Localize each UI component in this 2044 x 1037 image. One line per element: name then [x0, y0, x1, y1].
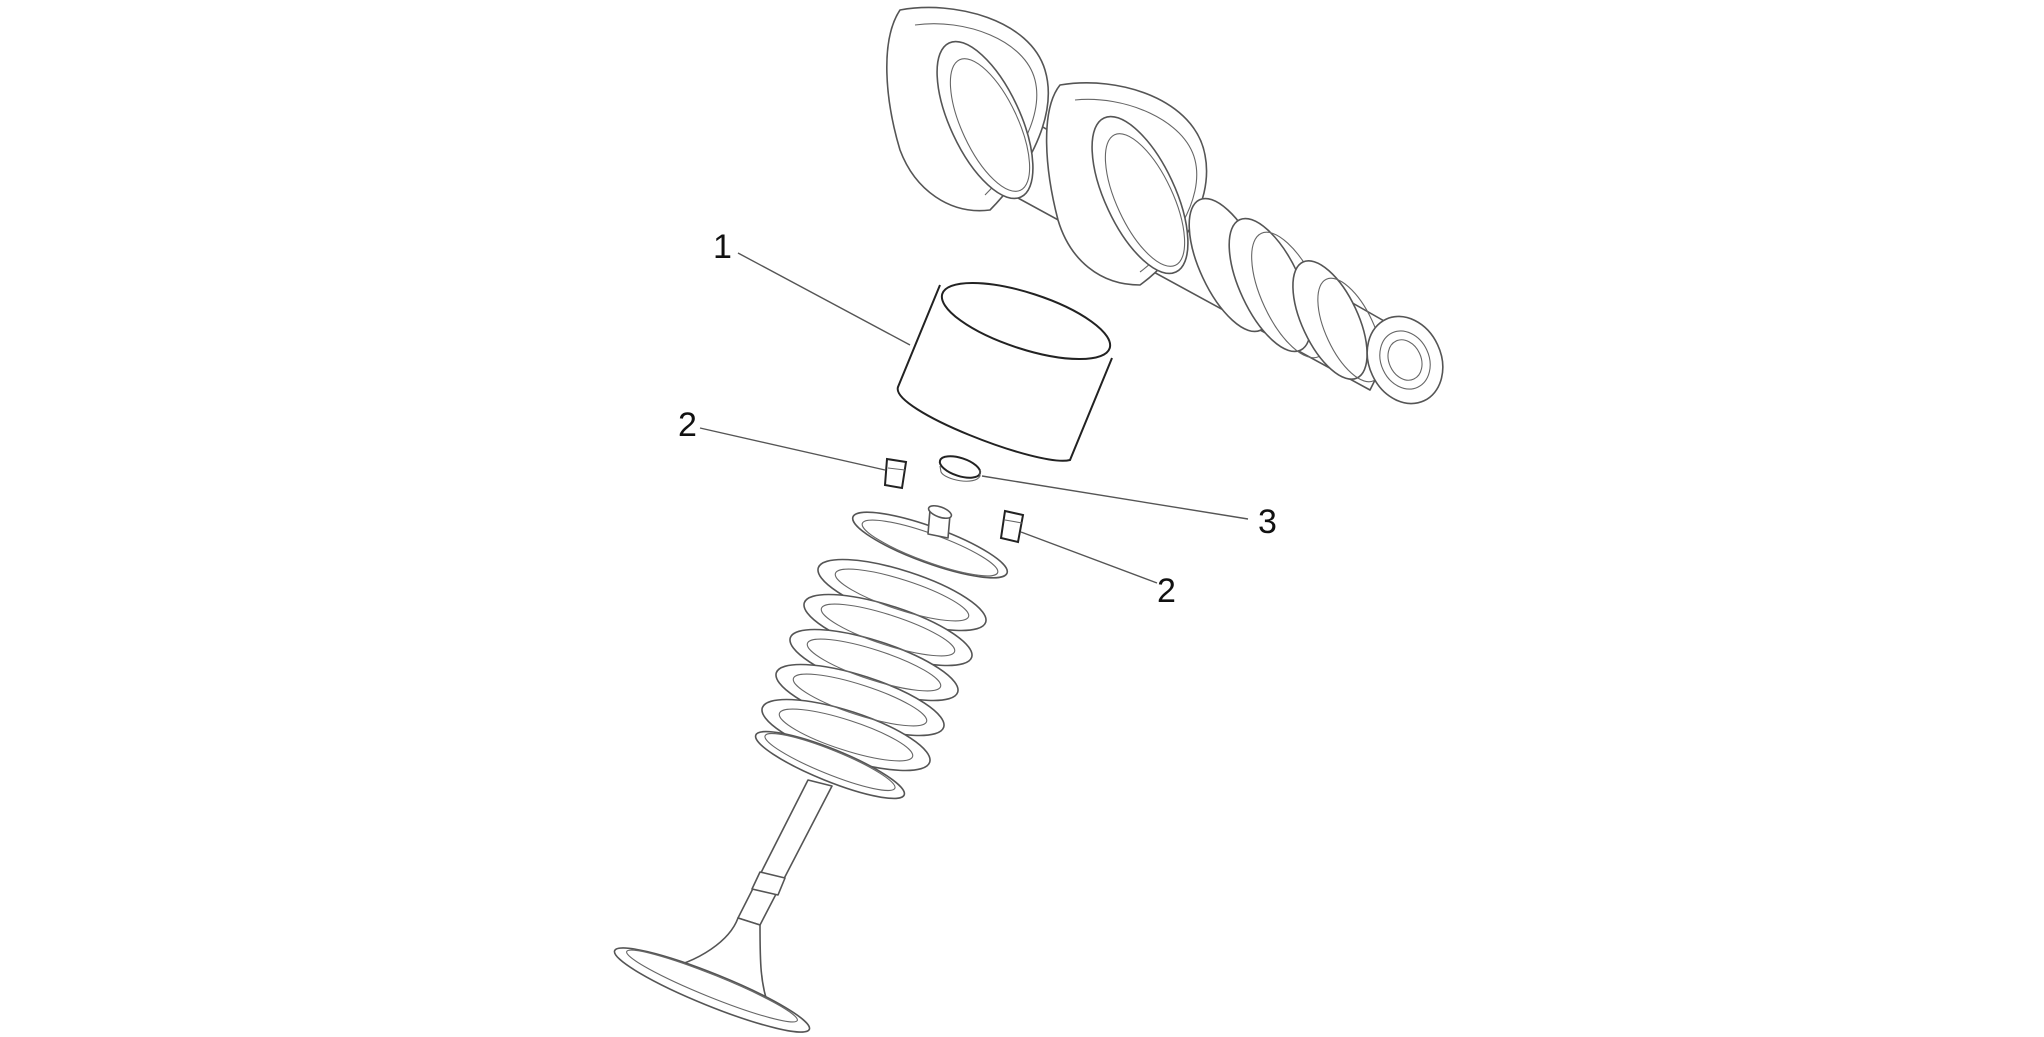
- leader-lines: [699, 252, 1249, 584]
- shim: [938, 455, 982, 482]
- callout-3: 3: [1258, 503, 1277, 541]
- collet-left: [883, 457, 908, 490]
- leader-2-left: [699, 427, 886, 471]
- callout-2-right: 2: [1157, 572, 1176, 610]
- collet-right: [999, 509, 1025, 544]
- valve: [613, 779, 833, 1033]
- leader-1: [737, 252, 911, 346]
- tappet-bucket: [896, 281, 1113, 462]
- callout-1: 1: [713, 228, 732, 266]
- leader-2-right: [1020, 531, 1158, 584]
- camshaft: [886, 6, 1444, 405]
- callout-2-left: 2: [678, 406, 697, 444]
- leader-3: [981, 475, 1249, 520]
- valve-spring-assembly: [754, 504, 1009, 800]
- callouts: 1 2 3 2: [678, 228, 1277, 610]
